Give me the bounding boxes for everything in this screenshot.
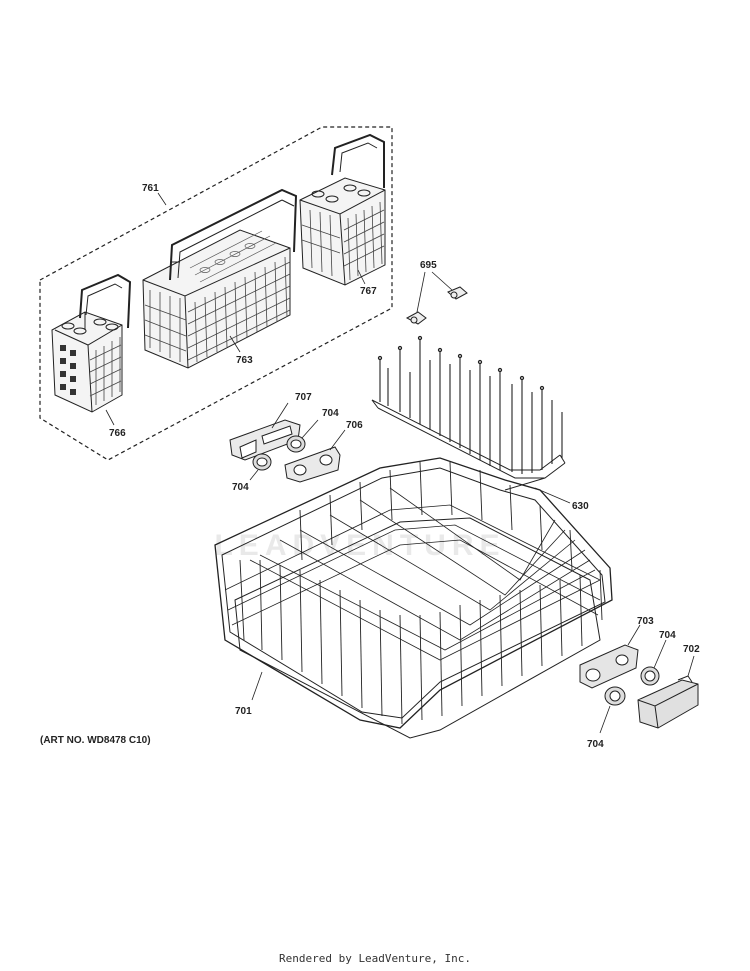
bracket-707[interactable]	[230, 403, 300, 460]
callout-761: 761	[142, 183, 159, 194]
callout-767: 767	[360, 286, 377, 297]
callout-702: 702	[683, 644, 700, 655]
bracket-703[interactable]	[580, 625, 640, 688]
roller-704-upper[interactable]	[287, 420, 318, 452]
callout-763: 763	[236, 355, 253, 366]
basket-767[interactable]	[300, 135, 385, 285]
art-number: (ART NO. WD8478 C10)	[40, 735, 151, 746]
callout-704-d: 704	[587, 739, 604, 750]
basket-763[interactable]	[143, 190, 296, 368]
callout-701: 701	[235, 706, 252, 717]
callout-704-c: 704	[659, 630, 676, 641]
callout-703: 703	[637, 616, 654, 627]
callout-704-a: 704	[322, 408, 339, 419]
lower-rack-701[interactable]	[215, 458, 612, 738]
basket-766[interactable]	[52, 275, 130, 412]
footer-credit: Rendered by LeadVenture, Inc.	[278, 952, 472, 965]
callout-704-b: 704	[232, 482, 249, 493]
callout-706: 706	[346, 420, 363, 431]
basket-group-boundary	[39, 126, 393, 461]
callout-766: 766	[109, 428, 126, 439]
watermark: LEADVENTURE	[214, 529, 505, 562]
callout-695: 695	[420, 260, 437, 271]
bracket-706[interactable]	[285, 430, 345, 482]
roller-704-bottom[interactable]	[600, 687, 625, 733]
roller-704-right[interactable]	[641, 640, 666, 685]
tine-rack-630[interactable]	[372, 335, 565, 491]
callout-630: 630	[572, 501, 589, 512]
callout-707: 707	[295, 392, 312, 403]
roller-704-lower-left[interactable]	[250, 454, 271, 480]
end-cap-702[interactable]	[638, 656, 698, 728]
clips-695[interactable]	[407, 272, 467, 324]
